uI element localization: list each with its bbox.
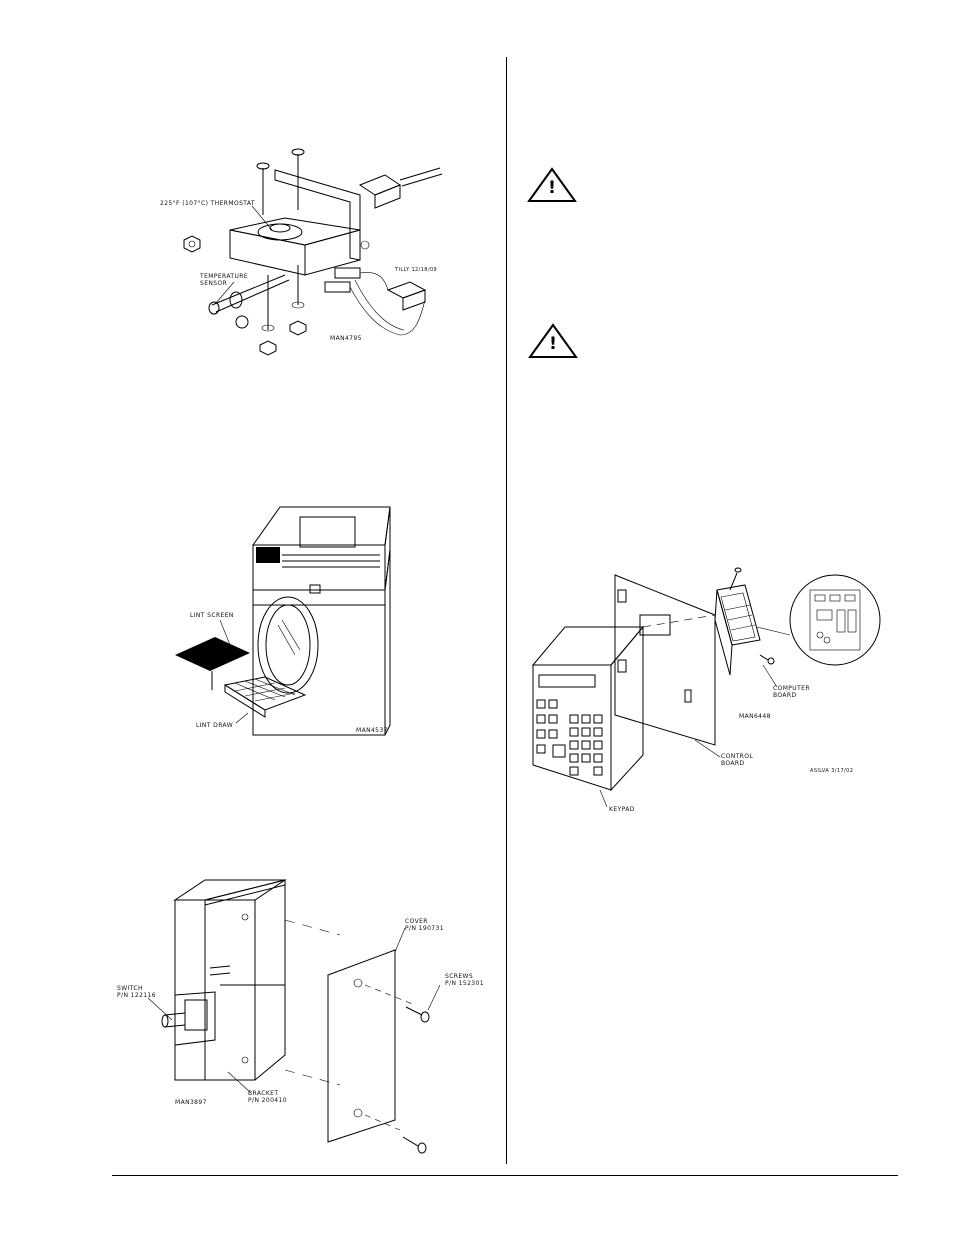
- warning-icon: !: [528, 323, 578, 359]
- computer-board-drawing: [531, 567, 881, 808]
- drawing-number: MAN6448: [739, 713, 771, 720]
- artist-tag: TILLY 12/18/09: [395, 267, 438, 273]
- artist-tag: ASILVA 3/17/02: [810, 768, 854, 774]
- screws-label: SCREWS P/N 152301: [445, 973, 484, 987]
- bracket-label: BRACKET P/N 200410: [248, 1090, 287, 1104]
- lint-screen-figure: LINT SCREEN LINT DRAW MAN4537: [170, 495, 410, 745]
- lint-drawer-label: LINT DRAW: [196, 722, 234, 729]
- warning-icon: !: [527, 167, 577, 203]
- dryer-drawing: [175, 506, 391, 736]
- switch-label: SWITCH P/N 122116: [117, 985, 156, 999]
- thermostat-label: 225°F (107°C) THERMOSTAT: [160, 200, 255, 207]
- temperature-sensor-label: TEMPERATURE SENSOR: [200, 273, 249, 287]
- computer-board-label: COMPUTER BOARD: [773, 685, 810, 699]
- thermostat-figure: 225°F (107°C) THERMOSTAT TEMPERATURE SEN…: [150, 140, 450, 370]
- computer-board-figure: COMPUTER BOARD MAN6448 CONTROL BOARD ASI…: [525, 565, 895, 820]
- cover-label: COVER P/N 190731: [405, 918, 444, 932]
- drawing-number: MAN3897: [175, 1099, 207, 1106]
- thermostat-drawing: [183, 148, 443, 356]
- drawing-number: MAN4537: [356, 727, 388, 734]
- lint-screen-label: LINT SCREEN: [190, 612, 234, 619]
- switch-bracket-figure: COVER P/N 190731 SCREWS P/N 152301 SWITC…: [110, 879, 484, 1170]
- drawing-number: MAN4795: [330, 335, 362, 342]
- control-board-label: CONTROL BOARD: [721, 753, 754, 767]
- switch-bracket-drawing: [147, 879, 441, 1154]
- keypad-label: KEYPAD: [609, 806, 635, 813]
- column-divider: [506, 57, 507, 1164]
- footer-rule: [112, 1175, 898, 1176]
